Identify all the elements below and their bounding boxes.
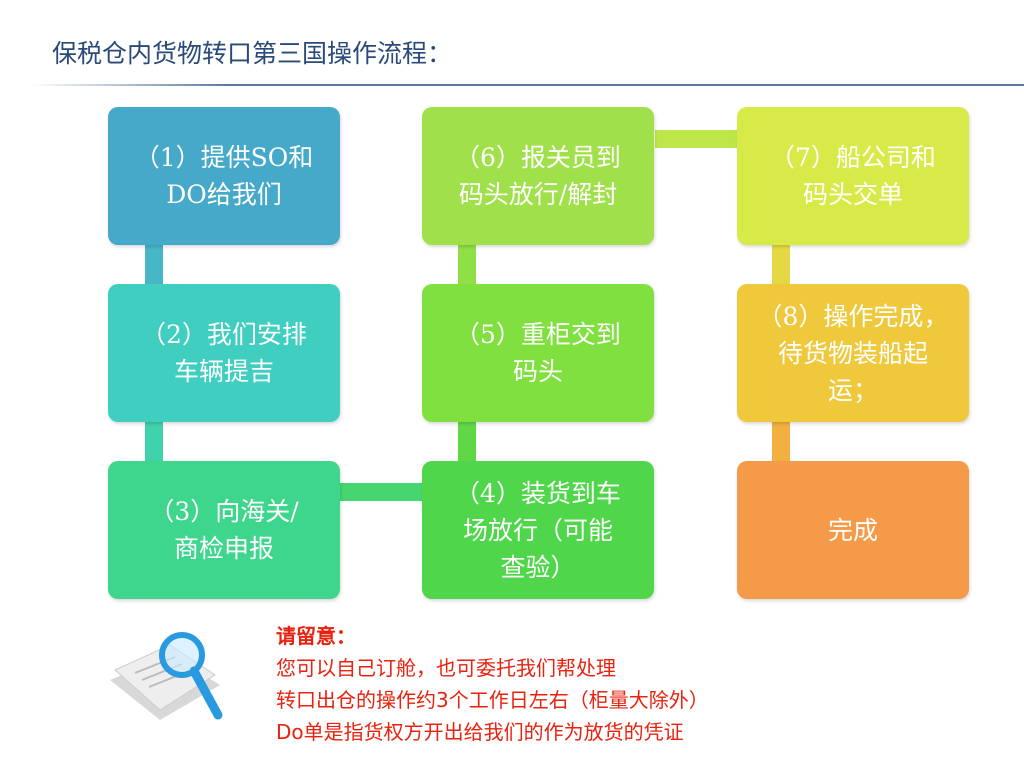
connector-4-5 (458, 422, 476, 461)
notice-heading: 请留意： (276, 624, 356, 648)
step-2-box: （2）我们安排 车辆提吉 (108, 284, 340, 422)
step-3-box: （3）向海关/ 商检申报 (108, 461, 340, 599)
step-5-box: （5）重柜交到 码头 (422, 284, 654, 422)
connector-6-7 (655, 130, 737, 148)
connector-2-3 (145, 422, 163, 461)
step-7-box: （7）船公司和 码头交单 (737, 107, 969, 245)
step-5-label: （5）重柜交到 码头 (455, 320, 621, 386)
step-1-box: （1）提供SO和 DO给我们 (108, 107, 340, 245)
step-1-label: （1）提供SO和 DO给我们 (134, 143, 314, 209)
connector-1-2 (145, 245, 163, 284)
step-2-label: （2）我们安排 车辆提吉 (141, 320, 307, 386)
notice-line: 转口出仓的操作约3个工作日左右（柜量大除外） (276, 688, 709, 712)
step-4-box: （4）装货到车 场放行（可能 查验） (422, 461, 654, 599)
step-7-label: （7）船公司和 码头交单 (770, 143, 936, 209)
notice-line: 您可以自己订舱，也可委托我们帮处理 (276, 656, 616, 680)
connector-3-4 (340, 483, 422, 501)
connector-8-done (772, 422, 790, 461)
step-6-box: （6）报关员到 码头放行/解封 (422, 107, 654, 245)
page-title: 保税仓内货物转口第三国操作流程： (52, 39, 453, 68)
connector-7-8 (772, 245, 790, 284)
notice: 请留意： 您可以自己订舱，也可委托我们帮处理 转口出仓的操作约3个工作日左右（柜… (276, 620, 709, 748)
notice-line: Do单是指货权方开出给我们的作为放货的凭证 (276, 720, 684, 744)
magnifier-document-icon (110, 632, 223, 720)
done-label: 完成 (827, 515, 878, 545)
step-4-label: （4）装货到车 场放行（可能 查验） (455, 478, 621, 582)
step-8-box: （8）操作完成， 待货物装船起 运； (737, 284, 969, 422)
step-8-label: （8）操作完成， 待货物装船起 运； (757, 301, 949, 405)
title-divider (30, 84, 1024, 86)
step-6-label: （6）报关员到 码头放行/解封 (455, 143, 621, 209)
connector-5-6 (458, 245, 476, 284)
done-box: 完成 (737, 461, 969, 599)
step-3-label: （3）向海关/ 商检申报 (149, 497, 299, 563)
